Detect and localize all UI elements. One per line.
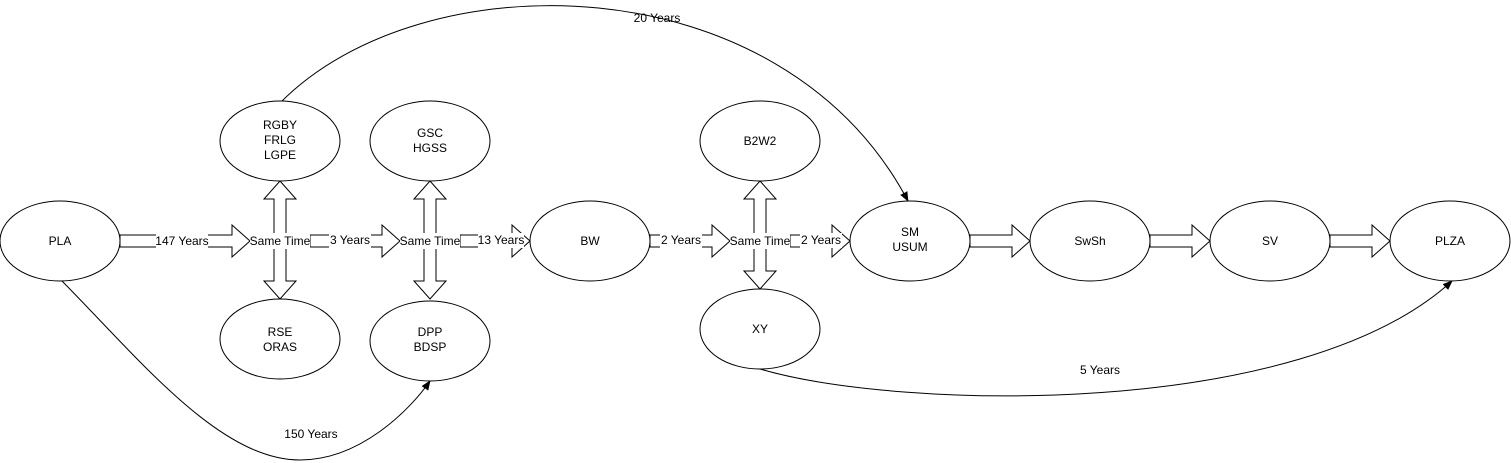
node-gsc-line-0: GSC (417, 126, 443, 140)
hub2-label-bg (400, 233, 460, 249)
label-bg-2b (800, 233, 842, 248)
hub3-label-bg (730, 233, 790, 249)
edge-label-hub3-sm: 2 Years (801, 233, 841, 247)
node-gsc-line-1: HGSS (413, 141, 447, 155)
hub3-label: Same Time (730, 234, 791, 248)
edge-label-hub2-bw: 13 Years (478, 233, 525, 247)
node-bw-line-0: BW (580, 234, 600, 248)
arrow-sv-to-plza (1329, 223, 1391, 259)
node-bw (529, 200, 651, 282)
label-bg-3 (329, 233, 371, 248)
node-dpp-line-1: BDSP (414, 340, 447, 354)
edge-label-hub1-hub2: 3 Years (330, 233, 370, 247)
xy-to-plza-curve (759, 280, 1453, 397)
edge-label-bw-hub3: 2 Years (661, 233, 701, 247)
rgby-to-sm-curve (279, 5, 909, 202)
node-rse (219, 298, 341, 380)
edge-label-xy-plza: 5 Years (1080, 363, 1120, 377)
edge-label-pla-dpp: 150 Years (284, 427, 337, 441)
label-bg-147 (156, 233, 208, 248)
node-dpp-line-0: DPP (418, 325, 443, 339)
node-rse-line-0: RSE (268, 325, 293, 339)
node-xy-line-0: XY (752, 322, 768, 336)
node-swsh-line-0: SwSh (1074, 234, 1105, 248)
node-rse-line-1: ORAS (263, 340, 297, 354)
hub1-label: Same Time (250, 234, 311, 248)
node-pla (0, 200, 121, 282)
hub2-label: Same Time (400, 234, 461, 248)
node-dpp (369, 300, 491, 382)
label-bg-2a (660, 233, 702, 248)
node-sm-line-1: USUM (892, 240, 927, 254)
node-rgby-line-0: RGBY (263, 118, 297, 132)
node-b2w2-line-0: B2W2 (744, 134, 777, 148)
node-sv (1209, 200, 1331, 282)
arrow-swsh-to-sv (1149, 223, 1211, 259)
node-xy (699, 288, 821, 370)
node-rgby-line-2: LGPE (264, 148, 296, 162)
edge-label-pla-hub1: 147 Years (155, 234, 208, 248)
label-bg-13 (478, 233, 524, 248)
node-b2w2 (699, 100, 821, 182)
edge-label-rgby-sm: 20 Years (634, 11, 681, 25)
node-rgby (219, 100, 341, 182)
node-plza-line-0: PLZA (1435, 234, 1465, 248)
node-gsc (369, 100, 491, 182)
arrow-sm-to-swsh (969, 223, 1031, 259)
node-plza (1389, 200, 1511, 282)
node-sm-line-0: SM (901, 225, 919, 239)
node-rgby-line-1: FRLG (264, 133, 296, 147)
node-sm (849, 200, 971, 282)
hub1-label-bg (250, 233, 310, 249)
node-pla-line-0: PLA (49, 234, 72, 248)
node-sv-line-0: SV (1262, 234, 1278, 248)
node-swsh (1029, 200, 1151, 282)
pla-to-dpp-curve (61, 280, 431, 461)
